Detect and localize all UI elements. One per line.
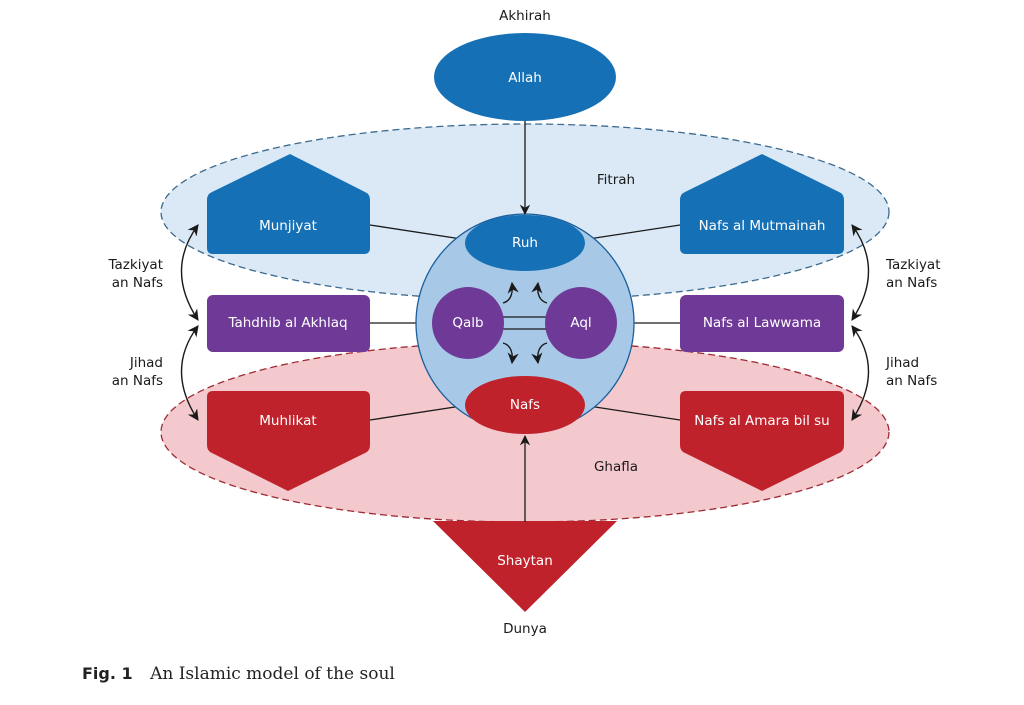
shaytan-node: [433, 521, 617, 612]
right-tazkiyat-label-line2: an Nafs: [886, 275, 937, 291]
left-tazkiyat-label-line2: an Nafs: [112, 275, 163, 291]
left-jihad-label-line2: an Nafs: [112, 373, 163, 389]
right-jihad-arrow: [851, 325, 870, 421]
right-tazkiyat-arrow: [851, 224, 870, 321]
tahdhib-label: Tahdhib al Akhlaq: [227, 315, 347, 331]
right-jihad-label-line2: an Nafs: [886, 373, 937, 389]
nafs-mutmainah-label: Nafs al Mutmainah: [699, 218, 826, 234]
nafs-label: Nafs: [510, 397, 540, 413]
dunya-label: Dunya: [503, 621, 547, 637]
nafs-lawwama-node: [680, 295, 844, 352]
left-tazkiyat-arrow: [180, 224, 199, 321]
munjiyat-node: [207, 154, 370, 254]
ruh-label: Ruh: [512, 235, 538, 251]
connector-nafs-amara: [581, 404, 681, 421]
nafs-amara-node: [680, 391, 844, 491]
figure-number: Fig. 1: [82, 664, 133, 683]
soul-model-diagram: Akhirah Allah Fitrah Munjiyat Nafs al Mu…: [108, 8, 941, 637]
munjiyat-label: Munjiyat: [259, 218, 317, 234]
connector-mutmainah-ruh: [581, 224, 681, 241]
connector-muhlikat-nafs: [369, 404, 469, 421]
qalb-node: [432, 287, 504, 359]
left-jihad-label-line1: Jihad: [129, 355, 163, 371]
right-jihad-label-line1: Jihad: [885, 355, 919, 371]
figure-caption: Fig. 1 An Islamic model of the soul: [82, 664, 395, 684]
ruh-node: [465, 215, 585, 271]
nafs-node: [465, 376, 585, 434]
muhlikat-node: [207, 391, 370, 491]
connector-munjiyat-ruh: [369, 224, 469, 241]
nafs-mutmainah-node: [680, 154, 844, 254]
allah-node: [434, 33, 616, 121]
ghafla-label: Ghafla: [594, 459, 638, 475]
allah-label: Allah: [508, 70, 542, 86]
shaytan-label: Shaytan: [497, 553, 553, 569]
aql-node: [545, 287, 617, 359]
aql-to-ruh-arrow: [531, 281, 548, 304]
aql-label: Aql: [570, 315, 591, 331]
qalb-to-ruh-arrow: [502, 281, 519, 304]
aql-to-nafs-arrow: [531, 342, 548, 365]
right-tazkiyat-label-line1: Tazkiyat: [885, 257, 941, 273]
nafs-lawwama-label: Nafs al Lawwama: [703, 315, 821, 331]
muhlikat-label: Muhlikat: [259, 413, 316, 429]
fitrah-label: Fitrah: [597, 172, 635, 188]
qalb-to-nafs-arrow: [502, 342, 519, 365]
left-jihad-arrow: [180, 325, 199, 421]
nafs-amara-label: Nafs al Amara bil su: [694, 413, 830, 429]
left-tazkiyat-label-line1: Tazkiyat: [108, 257, 164, 273]
tahdhib-node: [207, 295, 370, 352]
akhirah-label: Akhirah: [499, 8, 551, 24]
qalb-label: Qalb: [452, 315, 483, 331]
figure-caption-text: An Islamic model of the soul: [150, 664, 395, 684]
